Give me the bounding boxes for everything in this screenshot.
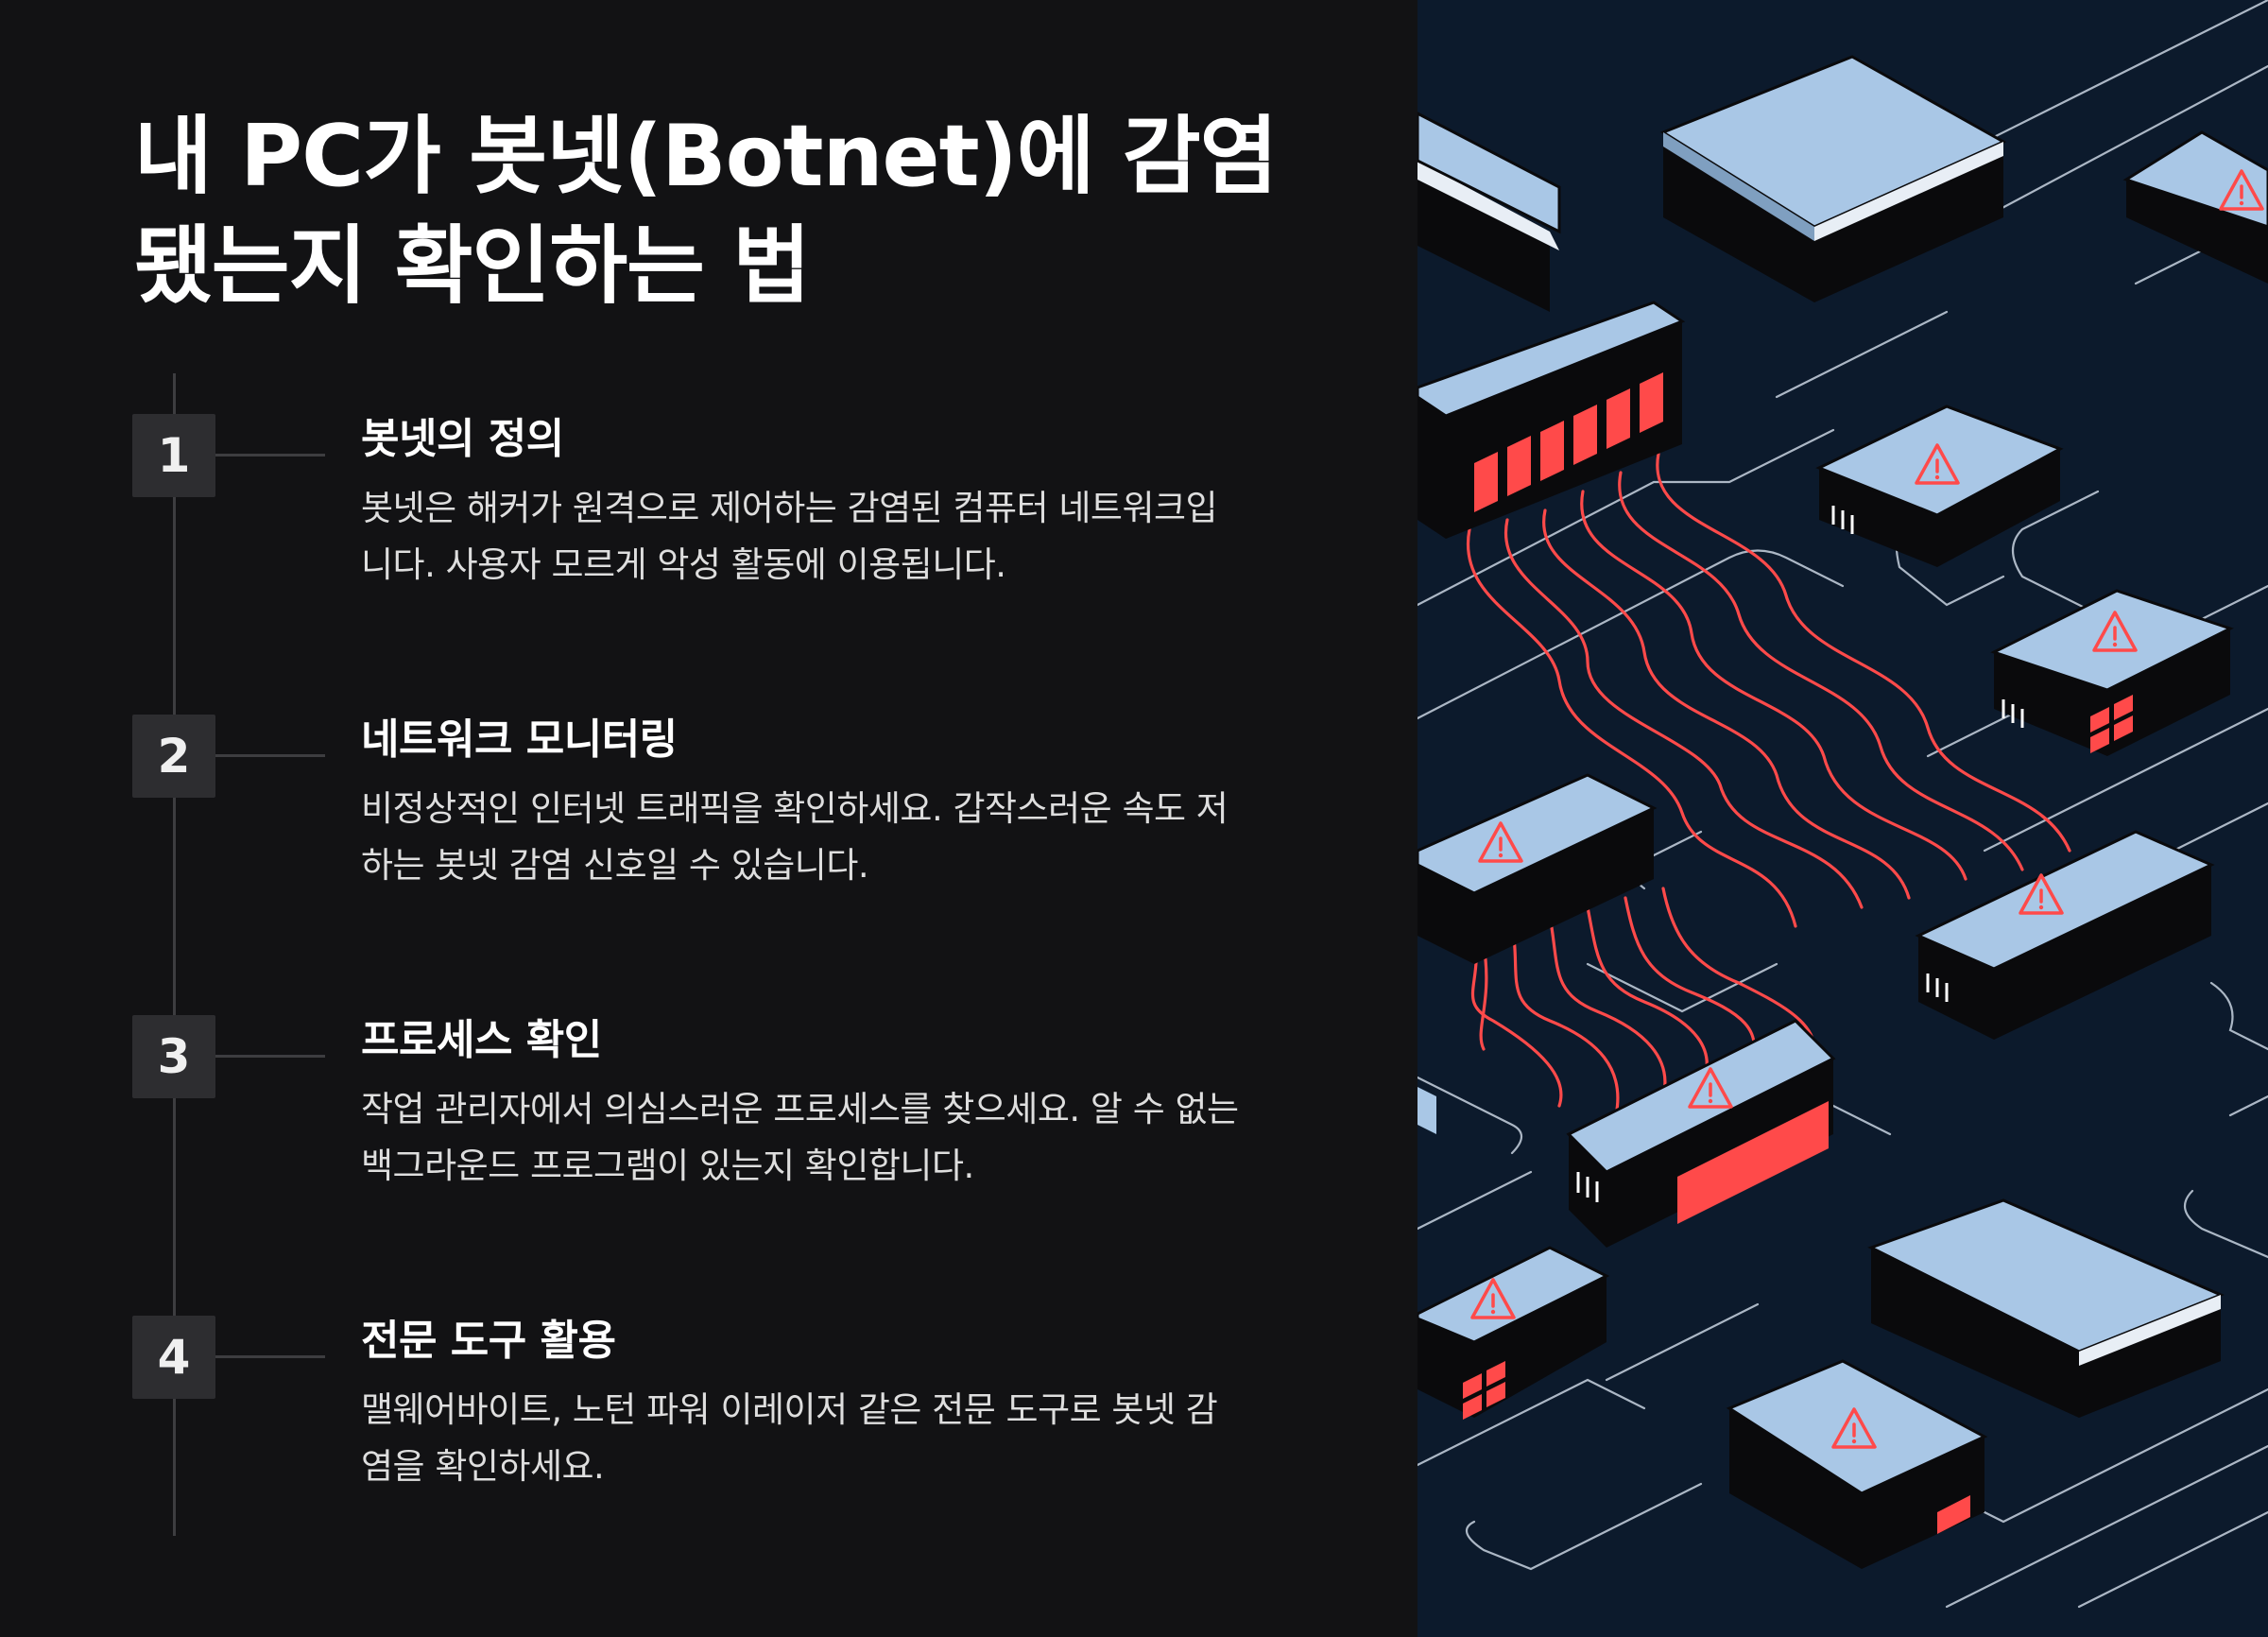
step-connector	[215, 1355, 325, 1358]
left-panel: 내 PC가 봇넷(Botnet)에 감염 됐는지 확인하는 법 1 봇넷의 정의…	[0, 0, 1418, 1536]
step-4: 4 전문 도구 활용 맬웨어바이트, 노턴 파워 이레이저 같은 전문 도구로 …	[0, 0, 1418, 1487]
step-description: 작업 관리자에서 의심스러운 프로세스를 찾으세요. 알 수 없는 백그라운드 …	[361, 1081, 1287, 1195]
infected-device	[1418, 1246, 1610, 1420]
network-device	[1418, 1087, 1436, 1134]
step-description-line: 비정상적인 인터넷 트래픽을 확인하세요. 갑작스러운 속도 저	[361, 788, 1228, 829]
timeline-line	[173, 373, 176, 1536]
step-description-line: 작업 관리자에서 의심스러운 프로세스를 찾으세요. 알 수 없는	[361, 1089, 1239, 1129]
step-number-badge: 4	[132, 1316, 215, 1399]
red-port-array	[1463, 1361, 1505, 1420]
network-device	[2122, 130, 2268, 284]
step-description-line: 맬웨어바이트, 노턴 파워 이레이저 같은 전문 도구로 봇넷 감	[361, 1389, 1218, 1430]
red-port-array	[2090, 695, 2133, 753]
infected-device	[1418, 773, 1658, 964]
step-description: 비정상적인 인터넷 트래픽을 확인하세요. 갑작스러운 속도 저 하는 봇넷 감…	[361, 781, 1287, 894]
malicious-traffic-lines	[1466, 452, 2071, 1117]
infected-device	[1566, 1019, 1836, 1248]
step-connector	[215, 1055, 325, 1058]
infected-device	[1418, 301, 1686, 539]
network-illustration-svg	[1418, 0, 2268, 1609]
infected-device	[1990, 589, 2234, 756]
step-number-badge: 2	[132, 715, 215, 798]
step-description-line: 니다. 사용자 모르게 악성 활동에 이용됩니다.	[361, 544, 1006, 585]
vent-icon	[1831, 506, 1854, 534]
page-title-line-1: 내 PC가 봇넷(Botnet)에 감염	[134, 107, 1278, 206]
step-title: 전문 도구 활용	[361, 1317, 616, 1365]
step-connector	[215, 754, 325, 757]
step-number-badge: 3	[132, 1015, 215, 1098]
network-device	[1867, 1198, 2225, 1418]
step-2: 2 네트워크 모니터링 비정상적인 인터넷 트래픽을 확인하세요. 갑작스러운 …	[0, 0, 1418, 886]
step-title: 프로세스 확인	[361, 1016, 602, 1064]
step-3: 3 프로세스 확인 작업 관리자에서 의심스러운 프로세스를 찾으세요. 알 수…	[0, 0, 1418, 1186]
vent-icon	[1576, 1172, 1599, 1202]
step-description-line: 하는 봇넷 감염 신호일 수 있습니다.	[361, 845, 869, 886]
step-description-line: 백그라운드 프로그램이 있는지 확인합니다.	[361, 1146, 974, 1186]
botnet-illustration	[1418, 0, 2268, 1637]
step-description: 맬웨어바이트, 노턴 파워 이레이저 같은 전문 도구로 봇넷 감 염을 확인하…	[361, 1382, 1287, 1495]
step-description: 봇넷은 해커가 원격으로 제어하는 감염된 컴퓨터 네트워크입 니다. 사용자 …	[361, 480, 1287, 594]
step-title: 봇넷의 정의	[361, 415, 564, 463]
step-connector	[215, 454, 325, 457]
network-device	[1418, 112, 1561, 312]
infected-device	[1726, 1359, 1988, 1569]
infected-device	[1915, 830, 2215, 1040]
network-device	[1659, 55, 2007, 302]
step-description-line: 염을 확인하세요.	[361, 1446, 605, 1487]
page-title-line-2: 됐는지 확인하는 법	[134, 216, 811, 316]
step-title: 네트워크 모니터링	[361, 715, 678, 764]
vent-icon	[2002, 699, 2024, 728]
red-port-array	[1474, 372, 1663, 512]
step-number-badge: 1	[132, 414, 215, 497]
step-1: 1 봇넷의 정의 봇넷은 해커가 원격으로 제어하는 감염된 컴퓨터 네트워크입…	[0, 0, 1418, 585]
step-description-line: 봇넷은 해커가 원격으로 제어하는 감염된 컴퓨터 네트워크입	[361, 488, 1218, 528]
infected-device	[1815, 405, 2064, 567]
page-title: 내 PC가 봇넷(Botnet)에 감염 됐는지 확인하는 법	[134, 102, 1325, 321]
vent-icon	[1926, 974, 1949, 1002]
